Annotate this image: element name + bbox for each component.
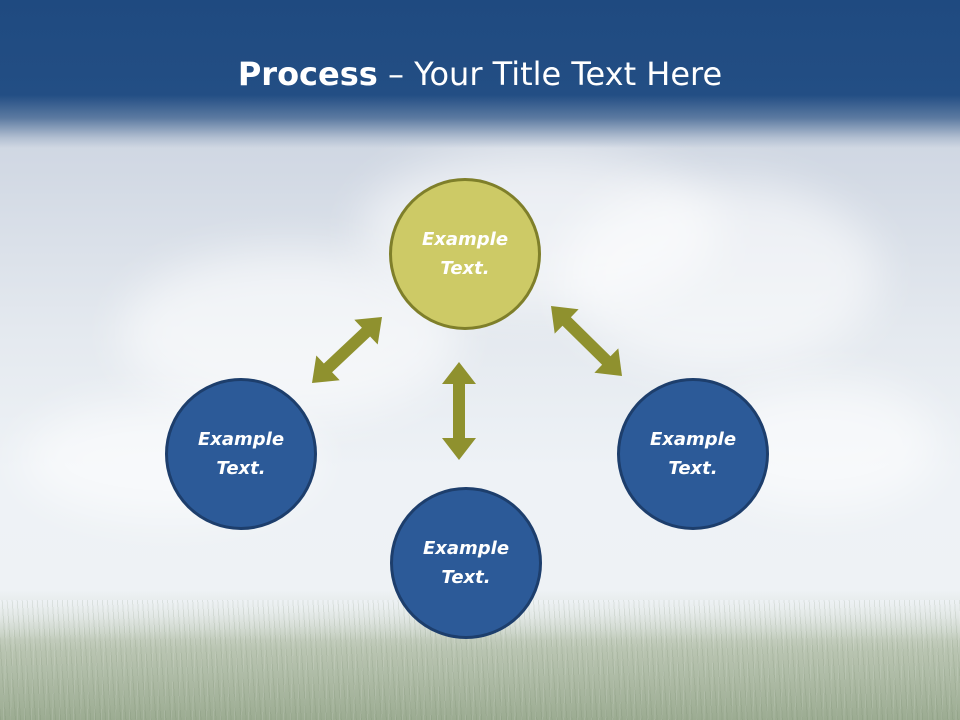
node-top-line1: Example — [421, 229, 509, 250]
node-top-line2: Text. — [440, 258, 490, 279]
node-left-line2: Text. — [216, 458, 266, 479]
title-bar: Process – Your Title Text Here — [0, 0, 960, 148]
cloud-shape — [560, 180, 880, 370]
arrow-left-diagonal-icon — [312, 317, 382, 383]
node-left: Example Text. — [165, 378, 317, 530]
title-bold-part: Process — [237, 55, 378, 93]
node-bottom-line2: Text. — [441, 567, 491, 588]
title-rest-part: – Your Title Text Here — [377, 55, 723, 93]
arrow-vertical-icon — [442, 362, 476, 460]
slide-title: Process – Your Title Text Here — [0, 52, 960, 96]
node-left-line1: Example — [197, 429, 285, 450]
node-right: Example Text. — [617, 378, 769, 530]
node-bottom: Example Text. — [390, 487, 542, 639]
node-right-line2: Text. — [668, 458, 718, 479]
node-right-line1: Example — [649, 429, 737, 450]
arrow-group — [312, 306, 622, 460]
node-top: Example Text. — [389, 178, 541, 330]
node-bottom-line1: Example — [422, 538, 510, 559]
arrow-right-diagonal-icon — [551, 306, 622, 376]
